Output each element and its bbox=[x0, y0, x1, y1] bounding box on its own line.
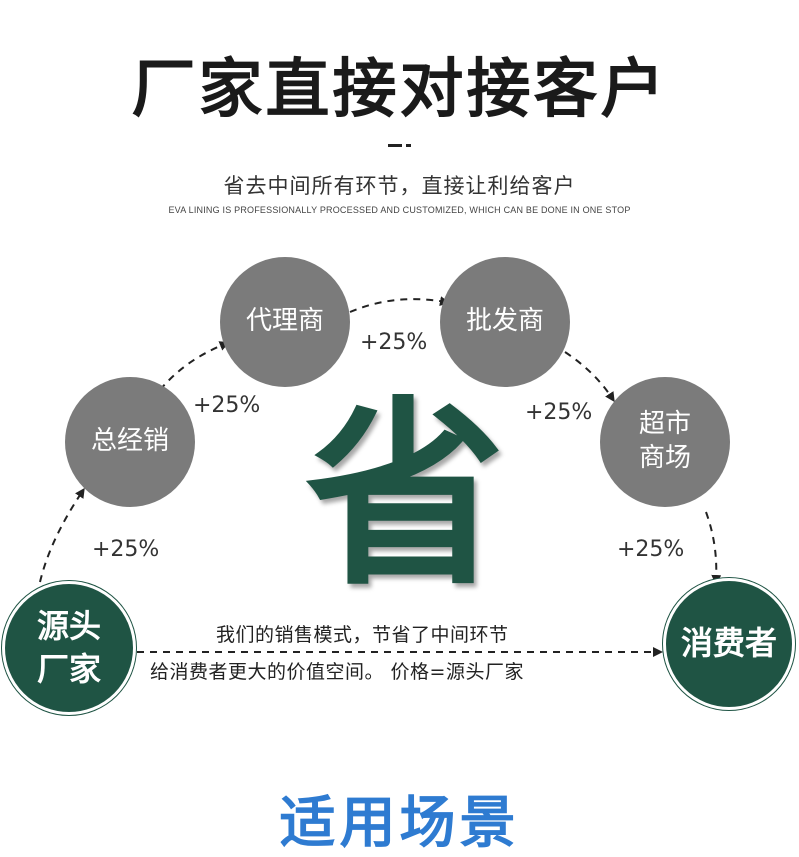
node-consumer: 消费者 bbox=[663, 578, 795, 710]
node-source-factory-label: 源头 厂家 bbox=[36, 606, 101, 688]
title-divider bbox=[0, 134, 799, 156]
node-source-factory: 源头 厂家 bbox=[2, 581, 136, 715]
markup-label: +25% bbox=[617, 537, 685, 562]
arrow-supermarket-to-consumer bbox=[705, 511, 722, 585]
node-wholesaler-label: 批发商 bbox=[465, 306, 544, 337]
center-save-character: 省 bbox=[304, 380, 505, 613]
arrow-distributor-to-agent bbox=[159, 341, 230, 391]
sales-model-line-1: 我们的销售模式，节省了中间环节 bbox=[216, 624, 509, 646]
markup-label: +25% bbox=[92, 537, 160, 562]
node-distributor-label: 总经销 bbox=[90, 426, 169, 457]
arrow-source-to-distributor bbox=[39, 487, 85, 583]
node-distributor: 总经销 bbox=[65, 377, 195, 507]
node-supermarket: 超市 商场 bbox=[600, 377, 730, 507]
markup-label: +25% bbox=[360, 330, 428, 355]
markup-label: +25% bbox=[193, 393, 261, 418]
page-subtitle-english: EVA LINING IS PROFESSIONALLY PROCESSED A… bbox=[168, 205, 631, 215]
section-title-applicable-scenarios: 适用场景 bbox=[279, 791, 520, 856]
markup-label: +25% bbox=[525, 400, 593, 425]
page-subtitle: 省去中间所有环节，直接让利给客户 bbox=[223, 174, 576, 198]
node-agent-label: 代理商 bbox=[245, 306, 324, 337]
node-supermarket-label: 超市 商场 bbox=[638, 409, 691, 473]
sales-model-line-2: 给消费者更大的价值空间。 价格=源头厂家 bbox=[150, 661, 524, 683]
node-agent: 代理商 bbox=[220, 257, 350, 387]
arrow-agent-to-wholesaler bbox=[349, 296, 450, 313]
page-title: 厂家直接对接客户 bbox=[131, 53, 668, 127]
node-consumer-label: 消费者 bbox=[680, 624, 777, 663]
arrow-wholesaler-to-supermarket bbox=[564, 351, 615, 403]
node-wholesaler: 批发商 bbox=[440, 257, 570, 387]
